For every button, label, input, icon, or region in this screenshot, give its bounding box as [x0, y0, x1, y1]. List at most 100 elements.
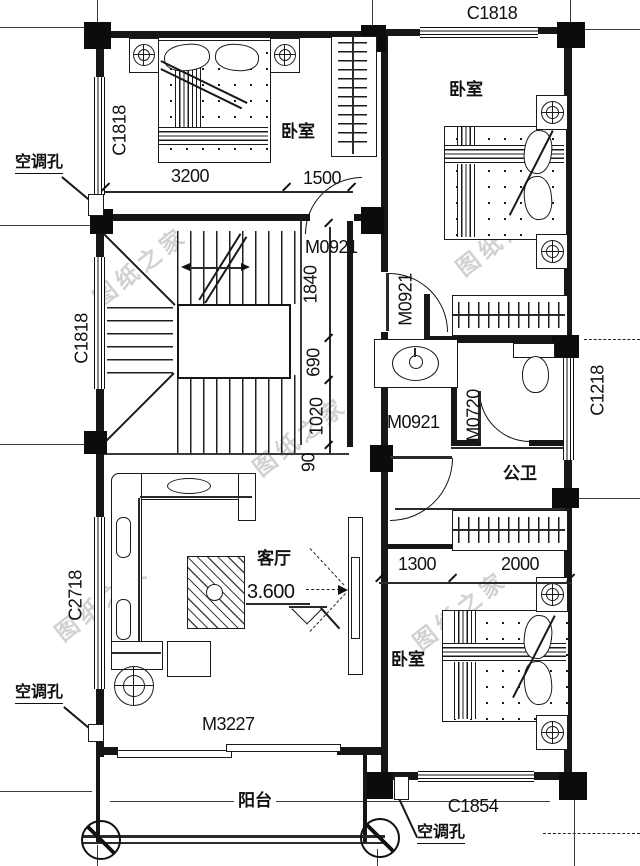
column	[552, 335, 579, 358]
axis-line	[578, 498, 640, 499]
ac-hole-label-bottom-right: 空调孔	[417, 824, 466, 845]
window-label-left-middle: C1818	[71, 313, 92, 364]
stair-flight-left	[107, 307, 173, 374]
floor-lamp-icon	[114, 666, 154, 706]
sofa-line	[111, 652, 161, 654]
door-leaf	[386, 273, 389, 331]
wall	[538, 27, 572, 34]
stair-break-line	[102, 372, 175, 445]
wardrobe-rod	[453, 314, 565, 316]
wall	[347, 221, 353, 447]
wardrobe-rod	[352, 37, 354, 154]
stair-landing-edge	[300, 221, 302, 445]
lamp-icon	[133, 44, 155, 66]
window-top	[420, 27, 538, 38]
axis-line	[97, 0, 98, 27]
door-arc-hall-lower	[390, 458, 453, 521]
room-label-bedroom-bottom-right: 卧室	[391, 650, 425, 669]
room-label-bedroom-top-left: 卧室	[281, 122, 315, 141]
dim-landing-width: 1500	[302, 168, 342, 188]
wall	[451, 340, 457, 446]
nightstand	[536, 577, 568, 612]
axis-line	[0, 27, 88, 28]
axis-line	[372, 0, 373, 26]
lamp-icon	[541, 101, 564, 124]
sliding-door-panel	[117, 750, 232, 758]
dim-offset: 90	[298, 452, 319, 473]
sofa-cushion	[167, 478, 211, 494]
axis-line	[584, 29, 640, 30]
elevation-symbol-line	[320, 607, 341, 630]
balcony-wall	[363, 755, 367, 843]
sight-line	[309, 548, 345, 586]
window-label-top: C1818	[466, 3, 518, 23]
wardrobe-rod	[453, 529, 565, 531]
wardrobe	[452, 510, 568, 551]
axis-line	[574, 799, 575, 866]
column	[557, 22, 585, 48]
axis-line	[0, 225, 93, 226]
sofa-cushion	[116, 599, 131, 640]
lamp-icon	[274, 44, 296, 66]
washbasin-drain	[409, 355, 423, 369]
wall	[96, 747, 118, 755]
wall	[451, 440, 481, 446]
wall	[96, 689, 104, 757]
dimension-line	[105, 191, 353, 193]
wall	[564, 27, 572, 353]
living-elevation-value: 3.600	[247, 581, 295, 603]
dim-bed-width: 2000	[500, 554, 540, 574]
door-label-bathroom: M0720	[463, 389, 484, 442]
stair-arrow-right-icon	[241, 263, 250, 271]
window-left-lower	[94, 517, 105, 689]
bed-blanket	[159, 127, 268, 147]
sofa-cushion	[116, 517, 131, 558]
dim-bed-clear: 1300	[397, 554, 437, 574]
wall	[96, 214, 310, 221]
wall	[386, 29, 422, 36]
wall	[96, 31, 104, 77]
window-right	[563, 352, 574, 460]
column	[552, 488, 579, 508]
living-top-edge	[103, 453, 349, 455]
axis-line	[0, 444, 87, 445]
sight-line	[306, 589, 340, 590]
round-column-icon	[81, 820, 121, 860]
column	[367, 772, 393, 799]
ac-hole-fitting	[88, 724, 104, 742]
window-bottom	[418, 771, 534, 782]
bed-blanket	[454, 611, 476, 719]
table-plant-icon	[206, 584, 223, 601]
wall	[96, 31, 368, 38]
wall	[424, 336, 558, 343]
floor-line	[395, 508, 565, 510]
toilet-bowl	[522, 356, 549, 393]
dim-bedroom-width: 3200	[170, 166, 210, 186]
leader-line	[398, 799, 418, 839]
nightstand	[536, 234, 568, 269]
dim-wash-depth: 690	[303, 348, 324, 377]
nightstand	[129, 38, 159, 73]
stair-arrow-line	[190, 267, 242, 269]
nightstand	[536, 95, 568, 130]
wall	[381, 332, 388, 448]
window-label-right: C1218	[587, 365, 608, 416]
room-label-bathroom: 公卫	[503, 464, 537, 483]
wall	[529, 440, 565, 446]
ac-hole-fitting	[88, 194, 104, 216]
lamp-icon	[541, 583, 564, 606]
ac-hole-fitting	[394, 776, 409, 800]
dim-tick	[448, 573, 457, 583]
lamp-icon	[541, 240, 564, 263]
window-left-upper	[94, 77, 105, 195]
sofa-seat-line	[140, 496, 252, 498]
column	[84, 431, 107, 454]
axis-line	[570, 0, 571, 23]
wall	[337, 747, 383, 755]
room-label-bedroom-top-right: 卧室	[449, 80, 483, 99]
wall	[381, 471, 388, 775]
stair-arrow-left-icon	[181, 263, 190, 271]
column	[370, 445, 393, 472]
dim-hall-depth: 1840	[300, 265, 321, 304]
